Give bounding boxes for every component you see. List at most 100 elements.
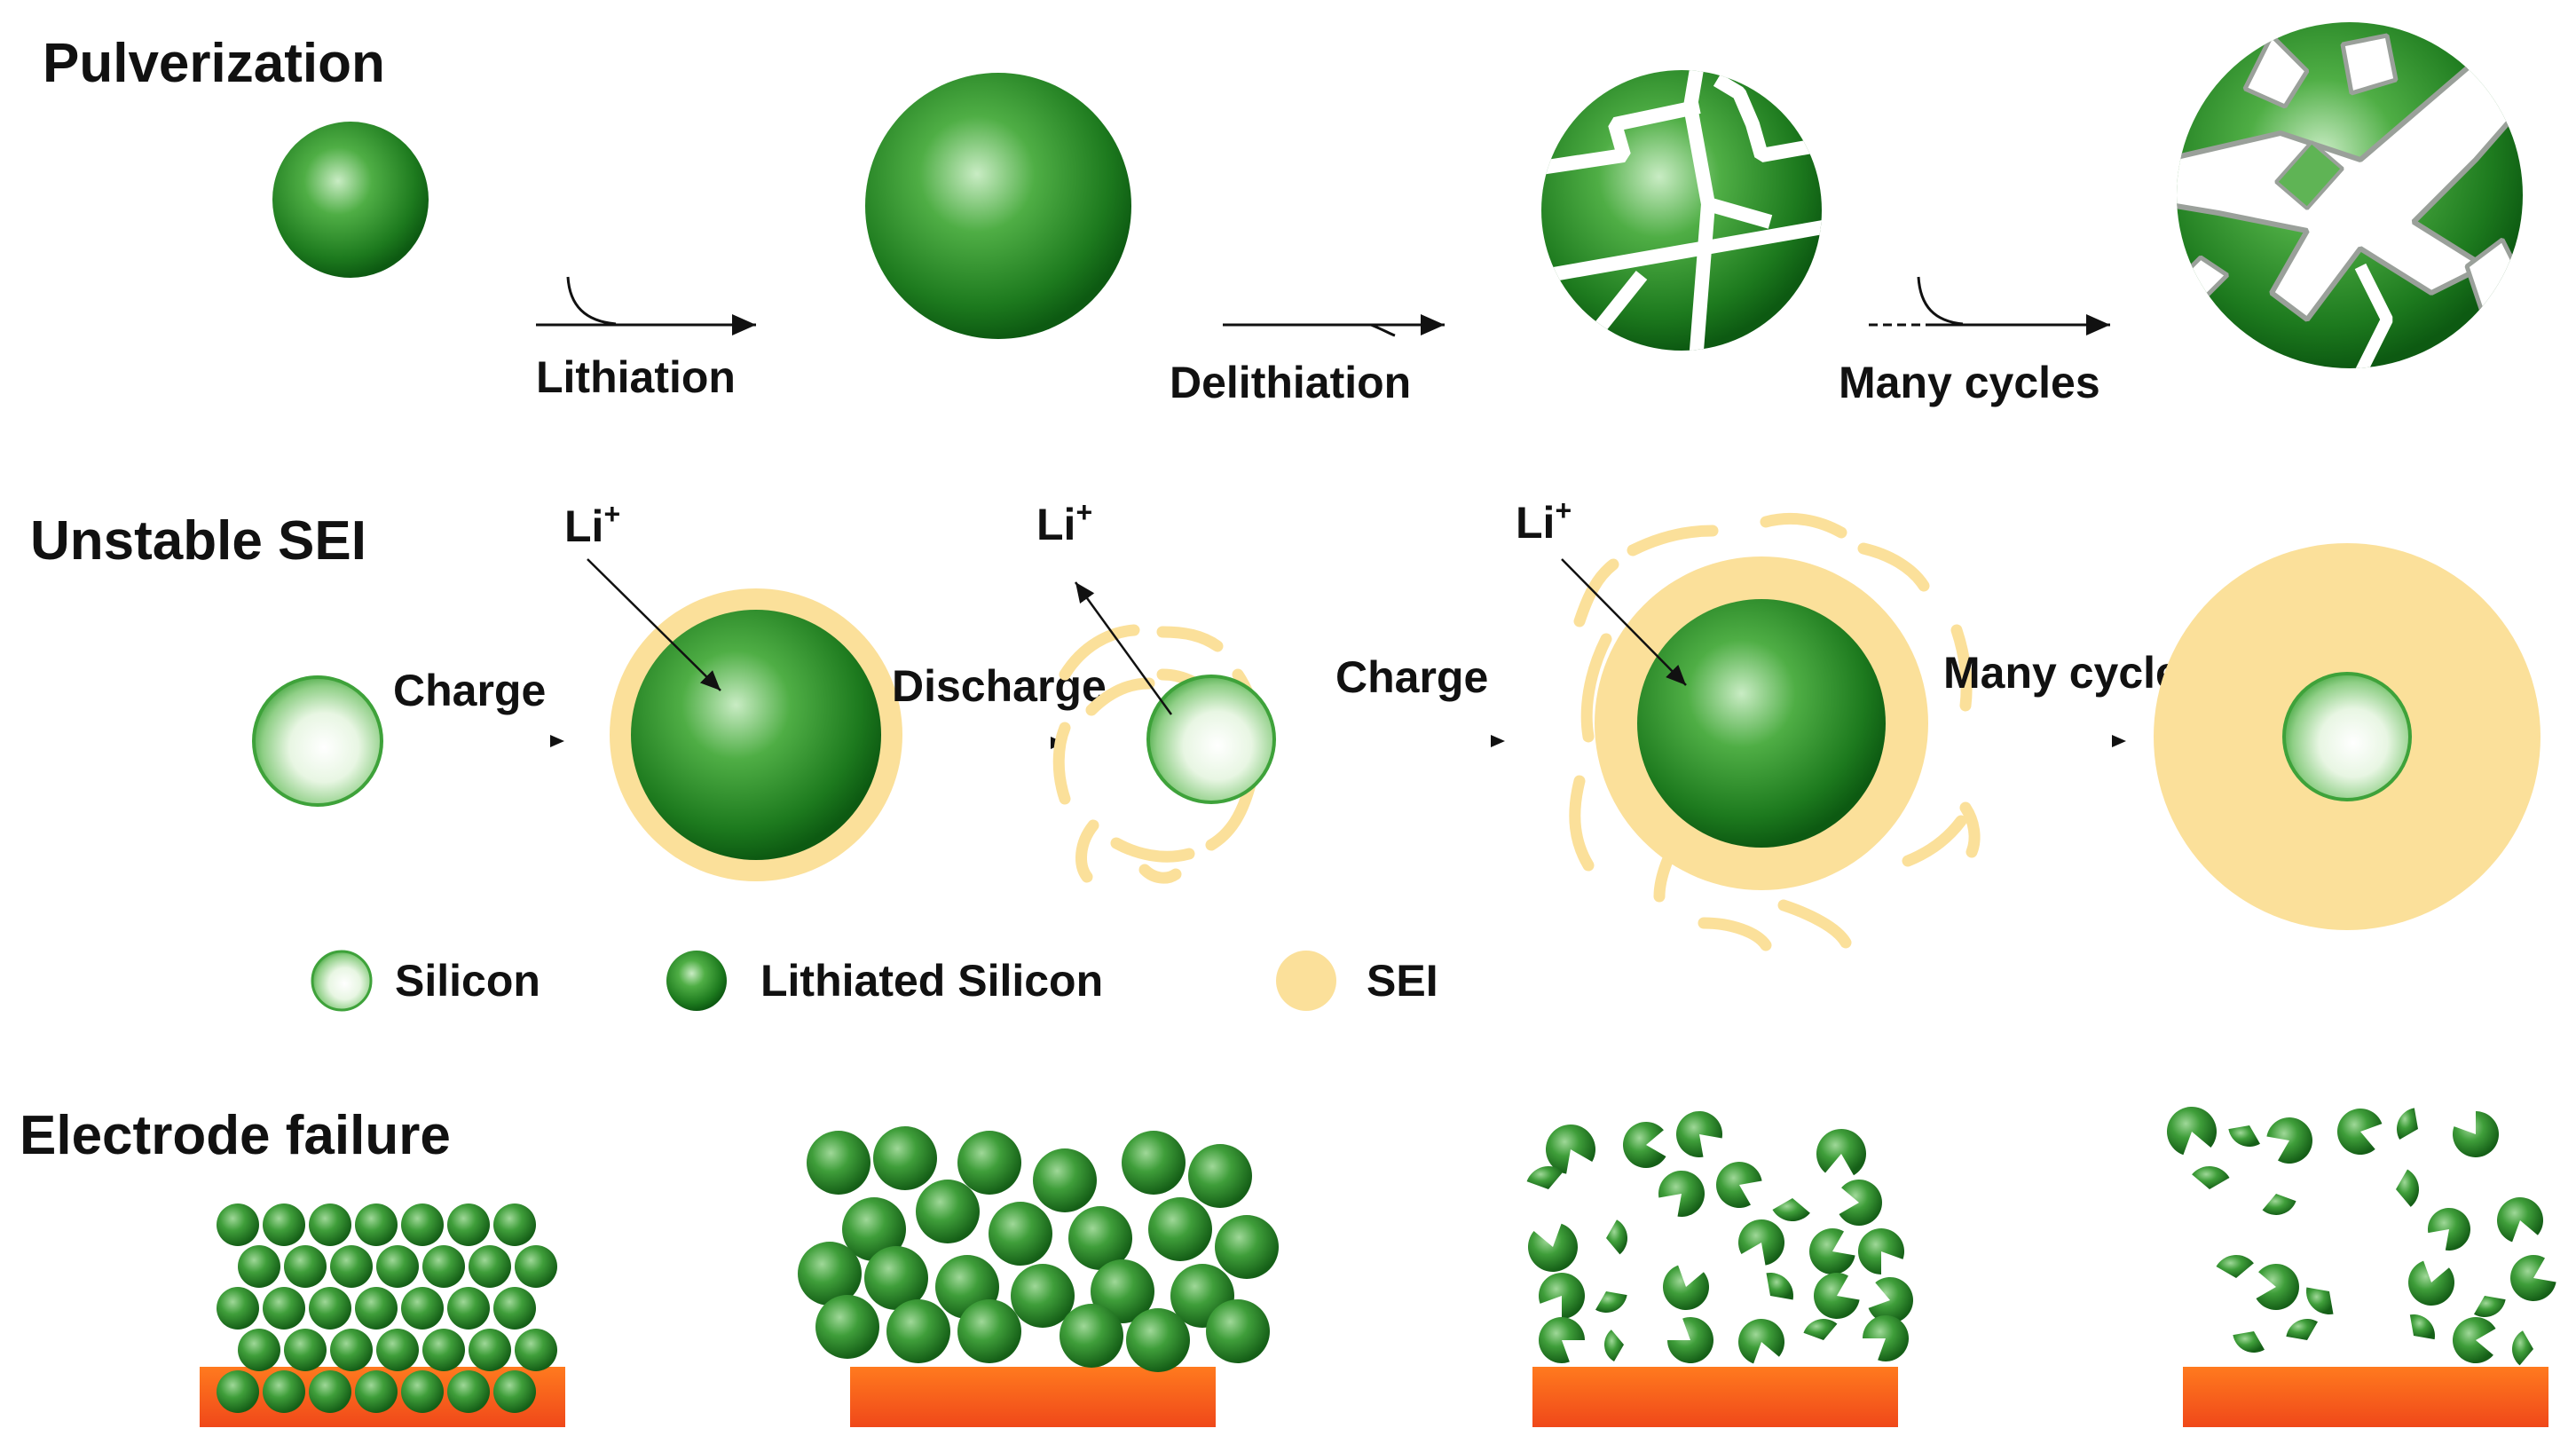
particle <box>1068 1206 1132 1270</box>
particle <box>355 1370 398 1413</box>
particle <box>1060 1304 1123 1368</box>
electrode-expanded <box>798 1126 1279 1427</box>
cracked-particle-piece <box>1716 1161 1762 1208</box>
cracked-particle-piece <box>1658 1171 1706 1217</box>
li-ion-label-3: Li+ <box>1516 494 1572 548</box>
particle <box>469 1329 511 1371</box>
particle <box>284 1245 327 1288</box>
particle <box>815 1295 879 1359</box>
legend-lithiated-silicon-swatch <box>666 951 727 1011</box>
cracked-particle-piece <box>1814 1273 1860 1320</box>
cracked-particle-piece <box>1546 1125 1595 1174</box>
particle <box>447 1287 490 1330</box>
li-ion-label-2: Li+ <box>1036 496 1092 549</box>
particle <box>842 1197 906 1261</box>
small-arrow-3 <box>1491 735 1505 747</box>
particle <box>1148 1197 1212 1261</box>
legend: Silicon Lithiated Silicon SEI <box>311 950 1438 1012</box>
cracked-particle-piece <box>2452 1111 2499 1157</box>
cracked-particle-piece <box>1868 1277 1913 1324</box>
particle <box>1091 1259 1154 1323</box>
current-collector <box>2183 1367 2548 1427</box>
electrode-cracked <box>1526 1111 1913 1427</box>
cracked-particle-piece <box>1858 1228 1905 1274</box>
particle <box>330 1329 373 1371</box>
particle-fragment <box>2409 1314 2436 1340</box>
small-arrow-4 <box>2112 735 2126 747</box>
cracked-particle-piece <box>1808 1228 1855 1275</box>
many-cycles-arrow-pulverization <box>1869 276 2110 335</box>
lithiation-arrow <box>536 276 756 335</box>
particle <box>469 1245 511 1288</box>
electrode-pulverized <box>2167 1107 2556 1427</box>
step-lithiation: Lithiation <box>536 352 736 402</box>
particle <box>284 1329 327 1371</box>
cracked-particle-piece <box>2427 1208 2471 1251</box>
particle <box>330 1245 373 1288</box>
lithiated-particle-sei-1 <box>610 588 902 881</box>
particle <box>238 1245 280 1288</box>
cracked-particle <box>1541 70 1822 351</box>
cracked-particle-piece <box>1539 1273 1586 1319</box>
particle-fragment <box>2233 1331 2265 1353</box>
particle <box>1011 1264 1075 1328</box>
particle-fragment <box>2306 1287 2334 1314</box>
unstable-sei-title: Unstable SEI <box>30 510 366 572</box>
particle <box>807 1131 870 1195</box>
cracked-particle-piece <box>2167 1107 2217 1156</box>
particle <box>238 1329 280 1371</box>
current-collector <box>850 1367 1216 1427</box>
particle <box>401 1287 444 1330</box>
cracked-particle-piece <box>1839 1180 1882 1226</box>
particle <box>1206 1299 1270 1363</box>
particle <box>309 1370 351 1413</box>
li-ion-label-1: Li+ <box>564 498 620 551</box>
cracked-particle-piece <box>1738 1319 1784 1364</box>
silicon-particle-small <box>272 122 429 278</box>
small-arrow-1 <box>550 735 564 747</box>
cracked-particle-piece <box>1863 1315 1910 1361</box>
particle <box>309 1287 351 1330</box>
legend-lithiated-silicon-label: Lithiated Silicon <box>760 956 1103 1006</box>
particle-fragment <box>1603 1330 1624 1362</box>
particle <box>422 1245 465 1288</box>
particle <box>355 1287 398 1330</box>
particle <box>263 1287 305 1330</box>
pulverization-title: Pulverization <box>43 33 385 94</box>
particle <box>447 1203 490 1246</box>
particle <box>957 1131 1021 1195</box>
particle <box>447 1370 490 1413</box>
cracked-particle-piece <box>2496 1197 2543 1243</box>
particle-fragment <box>2262 1194 2296 1216</box>
particle <box>1188 1144 1252 1208</box>
particle-fragment <box>1772 1198 1810 1222</box>
cracked-particle-piece <box>2453 1317 2496 1364</box>
particle <box>376 1329 419 1371</box>
particle <box>886 1299 950 1363</box>
particle <box>217 1370 259 1413</box>
cracked-particle-piece <box>2408 1260 2454 1306</box>
silicon-particle-sei-1 <box>252 675 383 807</box>
particle-fragment <box>2216 1255 2254 1278</box>
particle <box>1126 1308 1190 1372</box>
cracked-particle-piece <box>1816 1129 1866 1176</box>
particle <box>798 1242 862 1306</box>
step-many-cycles-pulverization: Many cycles <box>1839 358 2100 407</box>
particle <box>957 1299 1021 1363</box>
particle-fragment <box>2192 1166 2230 1189</box>
particle <box>864 1246 928 1310</box>
particle-fragment <box>1526 1166 1564 1189</box>
legend-silicon-label: Silicon <box>395 956 540 1006</box>
step-charge-2: Charge <box>1335 652 1488 702</box>
particle <box>493 1287 536 1330</box>
cracked-particle-piece <box>1676 1111 1722 1157</box>
lithiated-particle-sei-2 <box>1569 512 1981 951</box>
particle-fragment <box>1595 1291 1627 1313</box>
delithiation-arrow <box>1223 314 1445 337</box>
cracked-particle-piece <box>1667 1317 1714 1364</box>
silicon-particle-sei-2 <box>1052 624 1276 884</box>
legend-sei-swatch <box>1276 951 1336 1011</box>
pulverized-particle <box>2177 22 2523 368</box>
cracked-particle-piece <box>2266 1117 2313 1164</box>
